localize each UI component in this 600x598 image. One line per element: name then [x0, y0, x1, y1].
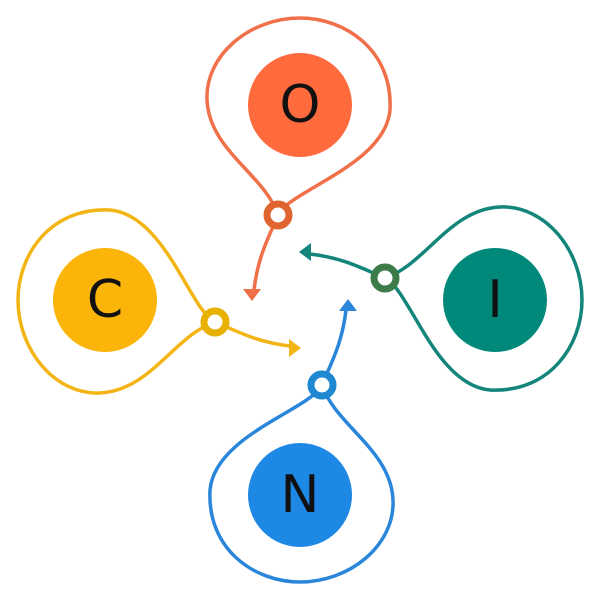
letter-circle-o: [248, 53, 352, 157]
letter-o: O: [280, 75, 321, 135]
ring-node-icon: [370, 263, 400, 293]
ring-node-icon: [307, 370, 337, 400]
letter-i: I: [487, 270, 502, 330]
petal-top: [205, 16, 392, 301]
ring-node-icon: [200, 307, 230, 337]
petal-bottom: [208, 299, 395, 584]
letter-circle-c: [53, 248, 157, 352]
letter-circle-i: [443, 248, 547, 352]
petal-right: [299, 205, 584, 392]
ring-node-icon: [263, 200, 293, 230]
petal-left: [16, 208, 301, 395]
arrow-head-icon: [243, 289, 261, 301]
letter-circle-n: [248, 443, 352, 547]
letter-c: C: [87, 270, 123, 330]
arrow-head-icon: [289, 339, 301, 357]
arrow-head-icon: [339, 299, 357, 311]
arrow-head-icon: [299, 243, 311, 261]
letter-n: N: [281, 465, 320, 525]
